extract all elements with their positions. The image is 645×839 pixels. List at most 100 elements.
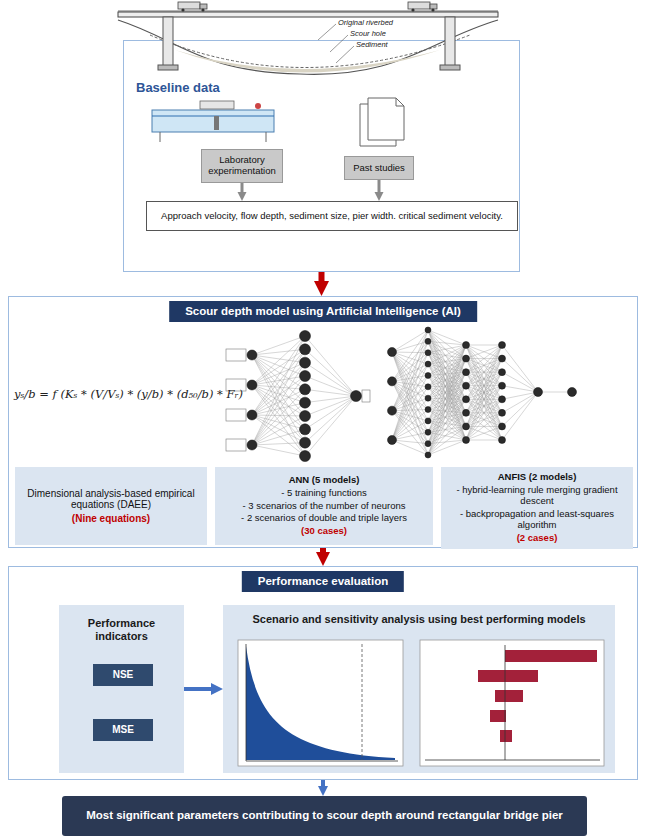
part-label: Original riverbed <box>338 19 393 27</box>
network-link <box>428 372 466 375</box>
network-link <box>392 411 428 455</box>
network-link <box>466 372 502 440</box>
network-link <box>428 413 466 432</box>
network-link <box>466 345 502 386</box>
network-link <box>466 359 502 373</box>
network-link <box>428 421 466 427</box>
source-box: Past studies <box>344 156 414 180</box>
network-link <box>466 399 502 413</box>
truck-cab <box>200 4 207 9</box>
network-neuron <box>463 396 470 403</box>
network-link <box>252 429 305 445</box>
network-link <box>466 359 502 400</box>
network-link <box>392 440 428 455</box>
network-link <box>428 345 466 387</box>
network-link <box>428 330 466 372</box>
network-link <box>392 352 428 398</box>
network-link <box>428 330 466 399</box>
curve-area <box>246 646 395 760</box>
network-link <box>428 372 466 432</box>
network-link <box>252 363 305 445</box>
network-neuron <box>499 423 506 430</box>
indicator-box: MSE <box>93 719 153 741</box>
network-link <box>392 352 428 387</box>
section-header-band: Performance evaluation <box>242 571 404 592</box>
network-link <box>428 426 466 432</box>
part-label: Sediment <box>356 41 388 49</box>
truck <box>178 2 207 12</box>
part-label: Scour hole <box>350 30 386 38</box>
network-link <box>428 375 466 385</box>
network-link <box>392 330 428 381</box>
network-link <box>252 336 305 445</box>
network-neuron <box>425 338 431 344</box>
network-link <box>392 387 428 440</box>
indicator-panel: Performance indicatorsNSEMSE <box>59 605 184 773</box>
network-link <box>466 386 502 427</box>
network-link <box>392 352 428 410</box>
network-neuron <box>247 410 257 420</box>
panel-heading: Performance indicators <box>65 617 178 642</box>
network-neuron <box>300 437 311 448</box>
network-link <box>428 359 466 399</box>
network-link <box>392 381 428 432</box>
network-link <box>428 410 466 413</box>
box-text: Past studies <box>353 163 405 174</box>
network-link <box>305 389 356 396</box>
network-link <box>252 355 305 403</box>
network-neuron <box>499 342 506 349</box>
leader-line <box>318 24 336 40</box>
network-link <box>428 364 466 413</box>
flume-gauge <box>255 103 261 109</box>
bar <box>505 650 597 662</box>
network-link <box>428 359 466 421</box>
network-link <box>466 345 502 359</box>
network-link <box>392 352 428 432</box>
network-link <box>428 345 466 364</box>
network-link <box>502 372 538 392</box>
network-link <box>392 352 428 444</box>
truck-body <box>408 2 430 9</box>
network-link <box>466 359 502 440</box>
network-link <box>392 352 428 354</box>
network-neuron <box>463 409 470 416</box>
box-text: - 2 scenarios of double and triple layer… <box>241 513 407 524</box>
network-link <box>466 385 502 386</box>
leader-line <box>336 46 354 63</box>
truck-body <box>178 2 200 9</box>
model-box: ANN (5 models)- 5 training functions- 3 … <box>215 467 433 545</box>
network-link <box>392 353 428 440</box>
bar <box>495 690 523 702</box>
network-link <box>392 432 428 440</box>
pier-footing <box>440 65 460 70</box>
network-link <box>466 345 502 426</box>
output-box <box>362 390 370 402</box>
network-link <box>466 359 502 413</box>
network-link <box>466 372 502 386</box>
network-link <box>502 392 538 399</box>
network-neuron <box>425 395 431 401</box>
equation: yₛ/b = f (Kₛ * (V/Vₛ) * (y/b) * (d₅₀/b) … <box>14 388 243 401</box>
network-link <box>392 421 428 440</box>
network-link <box>392 364 428 381</box>
network-link <box>392 341 428 410</box>
network-link <box>466 386 502 440</box>
riverbed-line <box>118 20 498 74</box>
network-link <box>428 330 466 426</box>
network-link <box>428 353 466 427</box>
network-link <box>502 386 538 392</box>
network-neuron <box>463 369 470 376</box>
connector-arrow <box>321 780 325 786</box>
box-text: Most significant parameters contributing… <box>86 809 563 822</box>
network-link <box>252 336 305 415</box>
analysis-panel: Scenario and sensitivity analysis using … <box>223 605 615 773</box>
network-neuron <box>300 357 311 368</box>
network-link <box>252 355 305 363</box>
network-link <box>428 399 466 443</box>
network-link <box>466 359 502 427</box>
network-link <box>392 352 428 375</box>
network-link <box>252 376 305 385</box>
network-neuron <box>499 369 506 376</box>
pier-footing <box>158 65 178 70</box>
network-link <box>428 410 466 427</box>
